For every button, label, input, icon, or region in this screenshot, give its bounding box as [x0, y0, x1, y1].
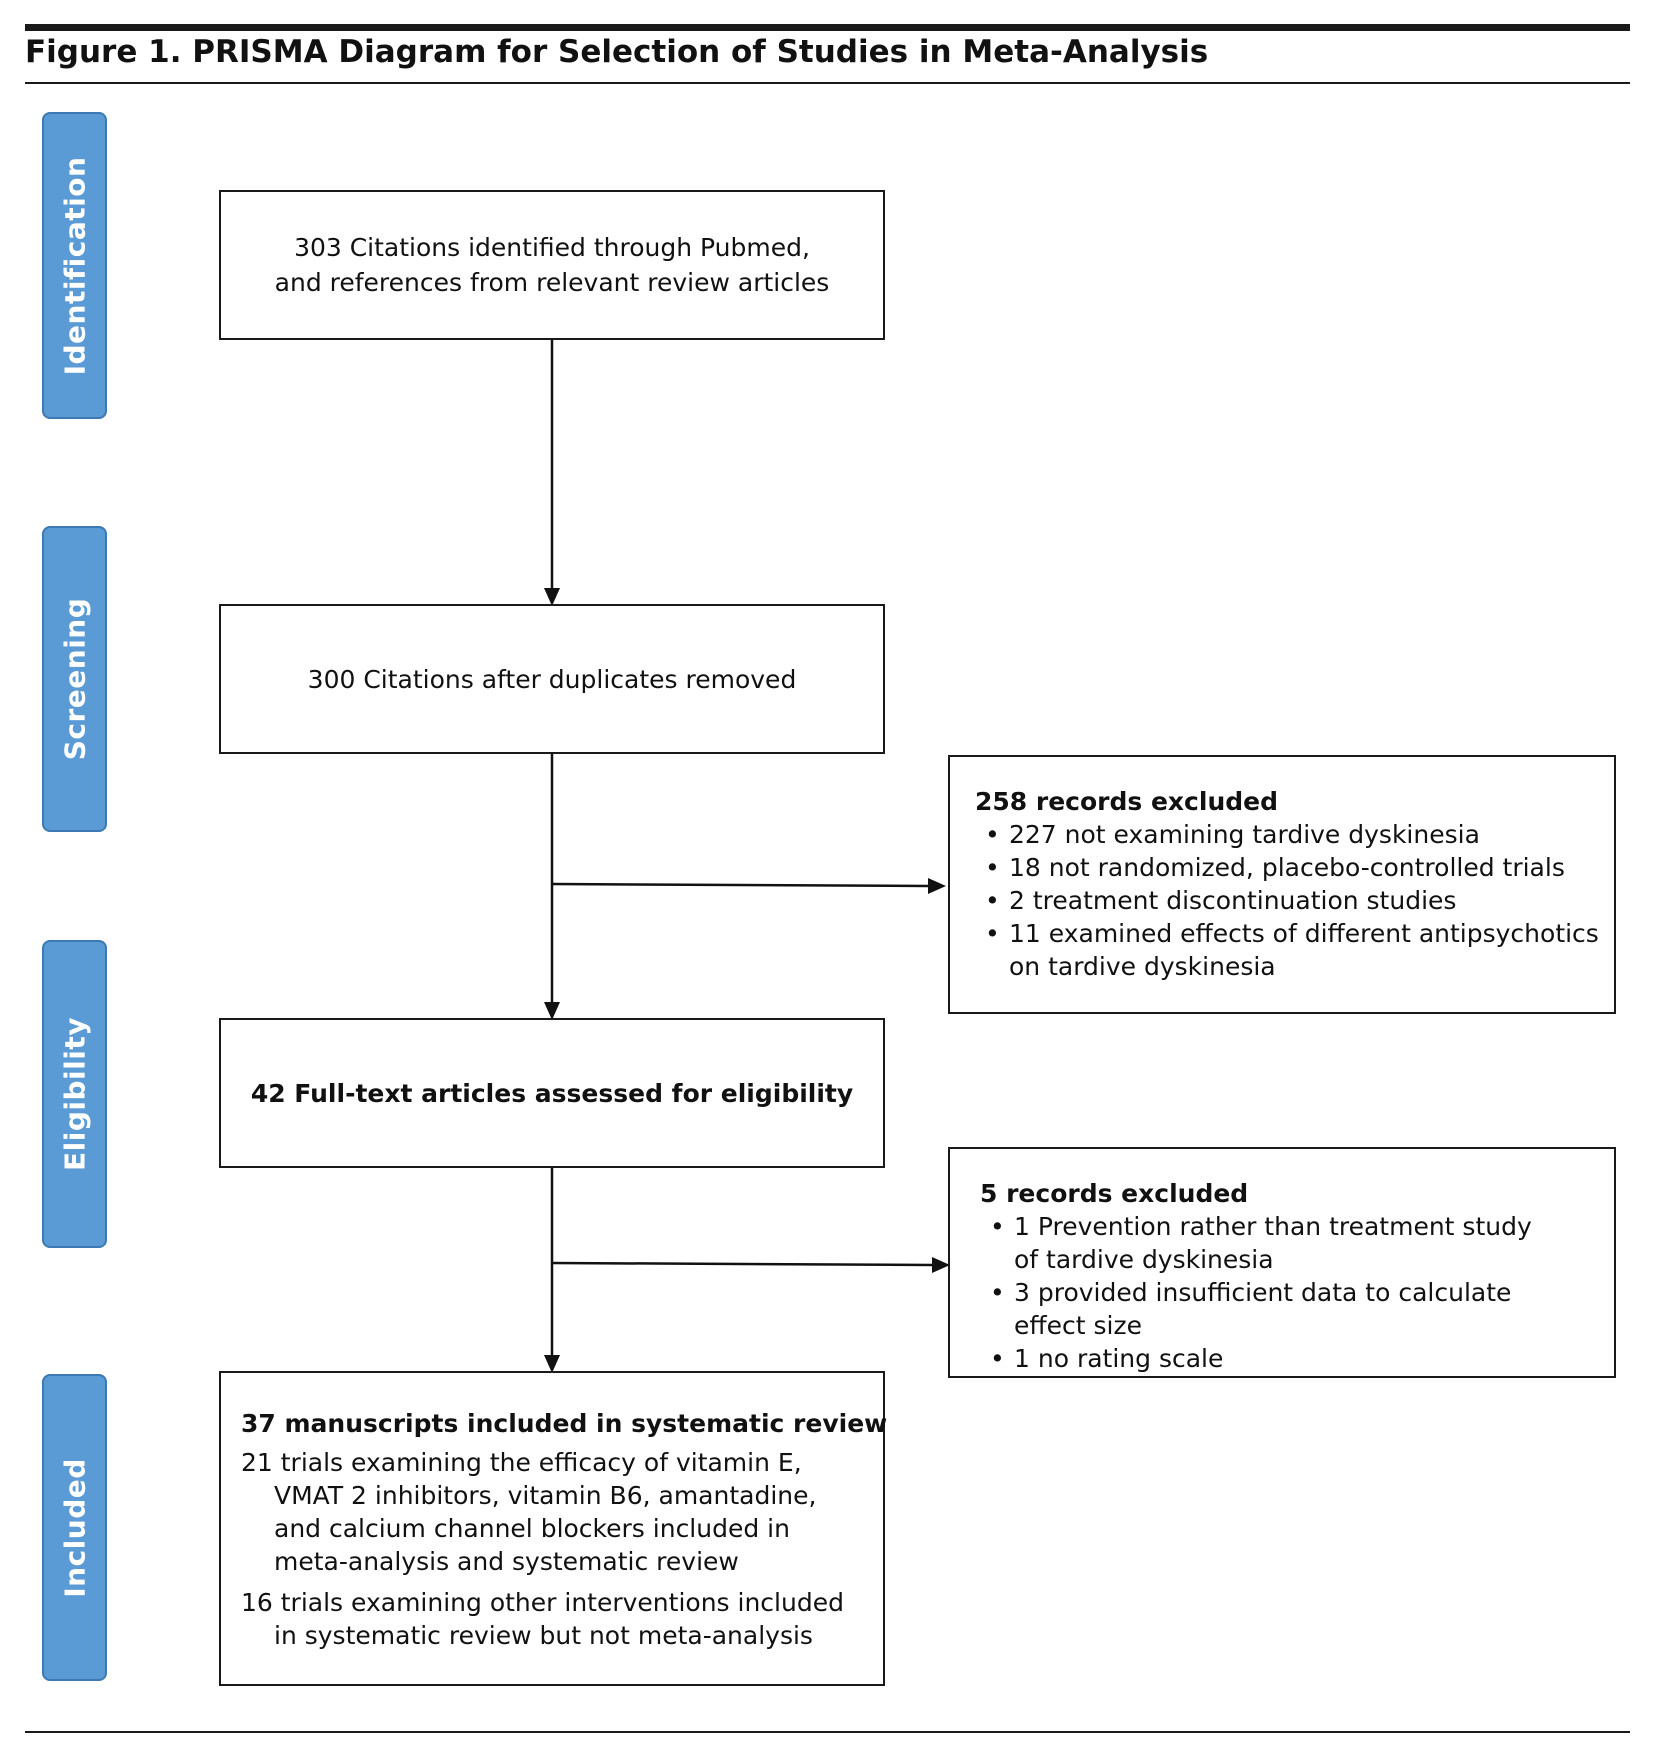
excluded-screening-item: 11 examined effects of different antipsy… — [975, 917, 1599, 950]
excluded-screening-item: 227 not examining tardive dyskinesia — [975, 818, 1594, 851]
arrowhead-down — [544, 1355, 560, 1373]
excluded-screening-item: 18 not randomized, placebo-controlled tr… — [975, 851, 1594, 884]
eligibility-box: 42 Full-text articles assessed for eligi… — [219, 1018, 885, 1168]
excluded-screening-box: 258 records excluded 227 not examining t… — [948, 755, 1616, 1014]
excluded-eligibility-item-continued: of tardive dyskinesia — [980, 1243, 1594, 1276]
screened-box: 300 Citations after duplicates removed — [219, 604, 885, 754]
identified-line-1: 303 Citations identified through Pubmed, — [294, 233, 810, 262]
arrow-to-excluded-eligibility — [551, 1261, 933, 1267]
included-box: 37 manuscripts included in systematic re… — [219, 1371, 888, 1686]
arrowhead-right — [928, 878, 946, 894]
excluded-eligibility-item-continued-text: of tardive dyskinesia — [1014, 1245, 1274, 1274]
excluded-eligibility-item: 3 provided insufficient data to calculat… — [980, 1276, 1594, 1309]
excluded-screening-list: 227 not examining tardive dyskinesia 18 … — [975, 818, 1599, 983]
excluded-eligibility-item: 1 no rating scale — [980, 1342, 1594, 1375]
arrow-to-excluded-screening — [551, 882, 929, 888]
identified-box: 303 Citations identified through Pubmed,… — [219, 190, 885, 340]
arrowhead-down — [544, 1002, 560, 1020]
excluded-eligibility-item-continued-text: effect size — [1014, 1311, 1142, 1340]
arrowhead-right — [932, 1257, 950, 1273]
excluded-screening-item: 2 treatment discontinuation studies — [975, 884, 1594, 917]
bottom-rule — [25, 1731, 1630, 1733]
included-heading: 37 manuscripts included in systematic re… — [241, 1409, 888, 1438]
top-rule — [25, 24, 1630, 31]
excluded-screening-item-continued-text: on tardive dyskinesia — [1009, 952, 1276, 981]
figure-title: Figure 1. PRISMA Diagram for Selection o… — [25, 34, 1209, 70]
excluded-eligibility-item-continued: effect size — [980, 1309, 1594, 1342]
stage-identification: Identification — [42, 112, 107, 419]
screened-text: 300 Citations after duplicates removed — [307, 664, 797, 694]
eligibility-text: 42 Full-text articles assessed for eligi… — [250, 1078, 854, 1108]
excluded-eligibility-box: 5 records excluded 1 Prevention rather t… — [948, 1147, 1616, 1378]
included-item-review-only: 16 trials examining other interventions … — [241, 1588, 844, 1650]
identified-line-2: and references from relevant review arti… — [274, 268, 830, 297]
excluded-screening-heading: 258 records excluded — [975, 787, 1278, 816]
excluded-eligibility-item: 1 Prevention rather than treatment study — [980, 1210, 1594, 1243]
excluded-eligibility-heading: 5 records excluded — [980, 1179, 1249, 1208]
stage-eligibility: Eligibility — [42, 940, 107, 1248]
arrowhead-down — [544, 588, 560, 606]
stage-included: Included — [42, 1374, 107, 1681]
excluded-screening-item-continued: on tardive dyskinesia — [975, 950, 1594, 983]
stage-screening: Screening — [42, 526, 107, 832]
title-underline — [25, 82, 1630, 84]
included-item-meta-analysis: 21 trials examining the efficacy of vita… — [241, 1448, 817, 1576]
excluded-eligibility-list: 1 Prevention rather than treatment study… — [980, 1210, 1594, 1375]
